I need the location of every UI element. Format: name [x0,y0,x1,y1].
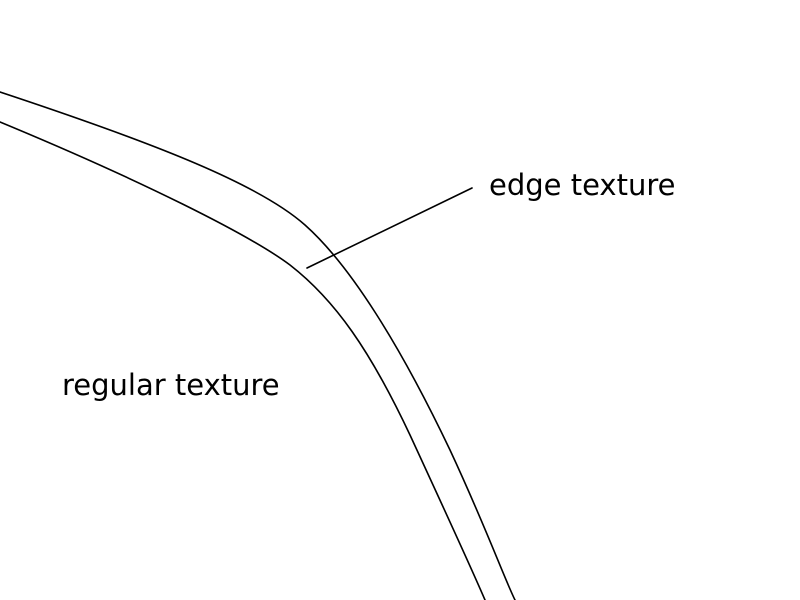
regular-texture-label: regular texture [62,368,280,402]
edge-texture-label: edge texture [489,168,675,202]
inner-edge-curve [0,121,486,600]
edge-leader-line [306,187,473,269]
outer-edge-curve [0,91,516,600]
